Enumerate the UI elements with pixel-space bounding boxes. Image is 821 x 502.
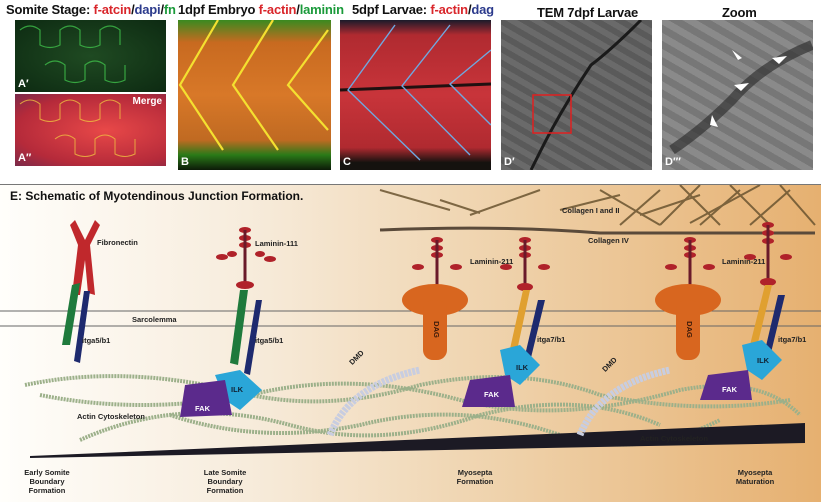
panel-a-prime-fn: A′ bbox=[15, 20, 166, 92]
label-dag-1: DAG bbox=[431, 321, 441, 338]
panel-label-d-zoom: D″′ bbox=[665, 156, 681, 168]
dag-icon bbox=[402, 284, 468, 360]
label-itga5-b: itga5/b1 bbox=[255, 336, 284, 345]
stage-myosepta-maturation: Myosepta Maturation bbox=[735, 468, 775, 486]
fak-icon bbox=[180, 380, 232, 417]
laminin-211-icon bbox=[665, 237, 715, 285]
label-itga5-a: itga5/b1 bbox=[82, 336, 111, 345]
label-actin-a: Actin Cytoskeleton bbox=[77, 412, 145, 421]
panel-label-d-prime: D′ bbox=[504, 156, 515, 168]
label-actin-b: Actin Cytoskeleton bbox=[640, 434, 708, 443]
panel-label-a-prime: A′ bbox=[18, 78, 29, 90]
panel-title-1dpf: 1dpf Embryo f-actin/laminin bbox=[178, 2, 344, 17]
zoom-junction bbox=[669, 40, 813, 155]
label-laminin-211-b: Laminin-211 bbox=[722, 257, 766, 266]
integrin-alpha7-icon bbox=[748, 285, 772, 355]
arrow-icon bbox=[710, 115, 718, 127]
panel-d-prime-tem: D′ bbox=[501, 20, 652, 170]
panel-label-b: B bbox=[181, 156, 189, 168]
schematic-drawing bbox=[0, 185, 821, 458]
panel-a-double-prime-merge: Merge A″ bbox=[15, 94, 166, 166]
label-collagen-1-2: Collagen I and II bbox=[562, 206, 620, 215]
timeline-wedge bbox=[30, 423, 805, 458]
panel-title-somite: Somite Stage: f-atcin/dapi/fn bbox=[6, 2, 176, 17]
somite-boundaries bbox=[19, 25, 126, 84]
fibronectin-icon bbox=[70, 220, 100, 295]
panel-c-5dpf: C bbox=[340, 20, 491, 170]
label-sarcolemma: Sarcolemma bbox=[132, 315, 177, 324]
label-laminin-111: Laminin-111 bbox=[255, 239, 298, 248]
fak-icon bbox=[700, 370, 752, 400]
chevron-boundaries-dag bbox=[340, 24, 491, 161]
zoom-region-box bbox=[532, 94, 572, 134]
integrin-beta1-icon bbox=[244, 300, 262, 375]
chevron-boundaries-laminin bbox=[178, 20, 329, 151]
collagen-iv bbox=[379, 226, 815, 235]
arrowhead-icon bbox=[772, 56, 787, 64]
label-fak-1: FAK bbox=[195, 404, 210, 413]
label-fak-2: FAK bbox=[484, 390, 499, 399]
tem-junction bbox=[529, 20, 643, 170]
label-itga7-a: itga7/b1 bbox=[537, 335, 566, 344]
label-ilk-3: ILK bbox=[757, 356, 770, 365]
laminin-211-icon bbox=[412, 237, 462, 285]
panel-b-1dpf: B bbox=[178, 20, 331, 170]
label-collagen-4: Collagen IV bbox=[588, 236, 629, 245]
panel-label-a-double-prime: A″ bbox=[18, 152, 32, 164]
label-ilk-1: ILK bbox=[231, 385, 244, 394]
label-itga7-b: itga7/b1 bbox=[778, 335, 807, 344]
label-dag-2: DAG bbox=[684, 321, 694, 338]
collagen-fibers bbox=[379, 185, 816, 226]
fak-icon bbox=[462, 375, 515, 407]
integrin-alpha5-icon bbox=[230, 290, 248, 365]
schematic-title: E: Schematic of Myotendinous Junction Fo… bbox=[10, 189, 304, 203]
panel-title-tem: TEM 7dpf Larvae bbox=[537, 5, 639, 20]
label-fak-3: FAK bbox=[722, 385, 737, 394]
laminin-111-icon bbox=[216, 227, 276, 289]
merge-label: Merge bbox=[132, 96, 162, 107]
label-laminin-211-a: Laminin-211 bbox=[470, 257, 514, 266]
dmd-icon bbox=[576, 366, 671, 437]
panel-title-5dpf: 5dpf Larvae: f-actin/dag bbox=[352, 2, 494, 17]
arrow-icon bbox=[732, 50, 742, 60]
stage-late-somite: Late Somite Boundary Formation bbox=[203, 468, 247, 495]
panel-title-zoom: Zoom bbox=[722, 5, 757, 20]
integrin-beta1-icon bbox=[74, 291, 90, 363]
integrin-alpha7-icon bbox=[508, 290, 530, 360]
label-ilk-2: ILK bbox=[516, 363, 529, 372]
ilk-icon bbox=[742, 340, 782, 380]
panel-label-c: C bbox=[343, 156, 351, 168]
integrin-beta1-icon bbox=[522, 300, 545, 370]
somite-boundaries-merge bbox=[19, 99, 136, 157]
schematic-panel: E: Schematic of Myotendinous Junction Fo… bbox=[0, 184, 821, 502]
laminin-211-icon bbox=[500, 237, 550, 291]
stage-early-somite: Early Somite Boundary Formation bbox=[24, 468, 70, 495]
dmd-icon bbox=[326, 366, 421, 437]
laminin-211-icon bbox=[744, 222, 792, 286]
stage-myosepta-formation: Myosepta Formation bbox=[456, 468, 494, 486]
label-fibronectin: Fibronectin bbox=[97, 238, 138, 247]
panel-d-zoom: D″′ bbox=[662, 20, 813, 170]
arrowhead-icon bbox=[734, 83, 749, 91]
integrin-alpha5-icon bbox=[62, 283, 80, 345]
dag-icon bbox=[655, 284, 721, 360]
